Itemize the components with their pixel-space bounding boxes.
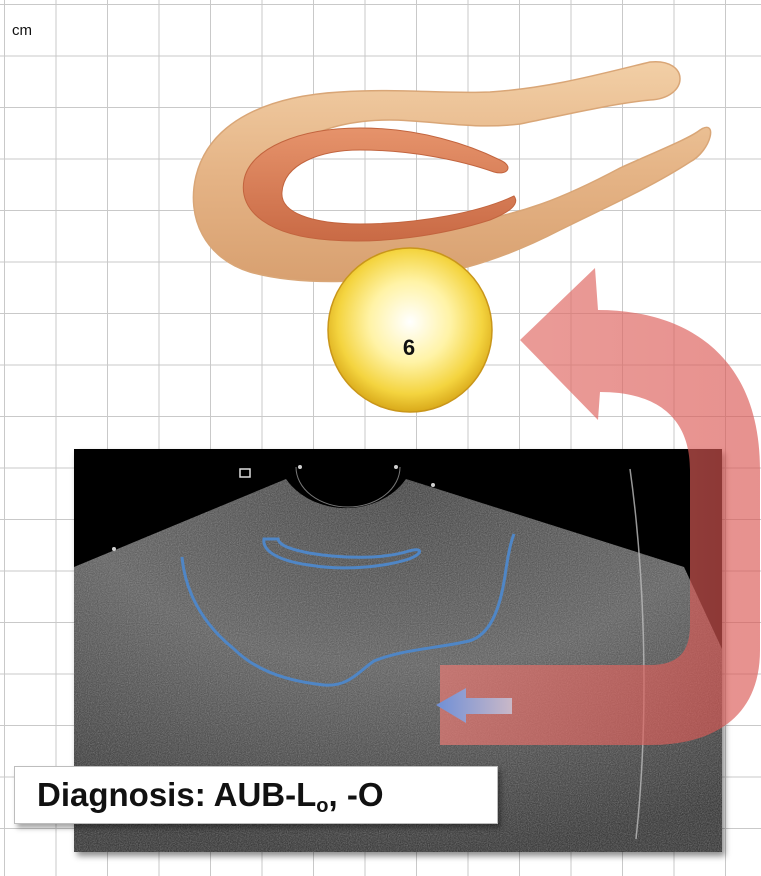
diagnosis-box: Diagnosis: AUB-Lo, -O: [14, 766, 498, 824]
diagnosis-text: Diagnosis: AUB-Lo, -O: [37, 776, 384, 814]
diagnosis-subscript: o: [316, 795, 328, 817]
diagnosis-suffix: , -O: [329, 776, 384, 813]
diagnosis-prefix: Diagnosis: AUB-L: [37, 776, 316, 813]
